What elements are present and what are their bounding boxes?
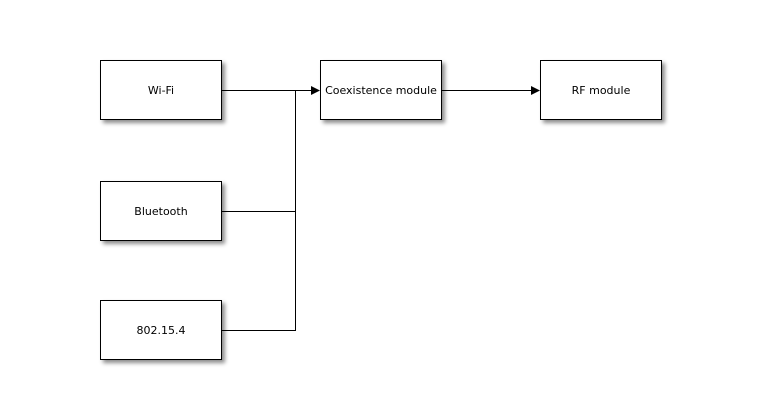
node-rf-module: RF module bbox=[540, 60, 662, 120]
node-wifi-label: Wi-Fi bbox=[147, 83, 175, 97]
node-coexistence-module-label: Coexistence module bbox=[325, 83, 437, 97]
node-802-15-4: 802.15.4 bbox=[100, 300, 222, 360]
arrowhead-rf bbox=[531, 86, 540, 95]
node-802-15-4-label: 802.15.4 bbox=[136, 323, 186, 337]
node-bluetooth: Bluetooth bbox=[100, 181, 222, 241]
node-coexistence-module: Coexistence module bbox=[320, 60, 442, 120]
node-rf-module-label: RF module bbox=[571, 83, 631, 97]
node-bluetooth-label: Bluetooth bbox=[134, 204, 188, 218]
node-wifi: Wi-Fi bbox=[100, 60, 222, 120]
arrowhead-coexistence bbox=[311, 86, 320, 95]
